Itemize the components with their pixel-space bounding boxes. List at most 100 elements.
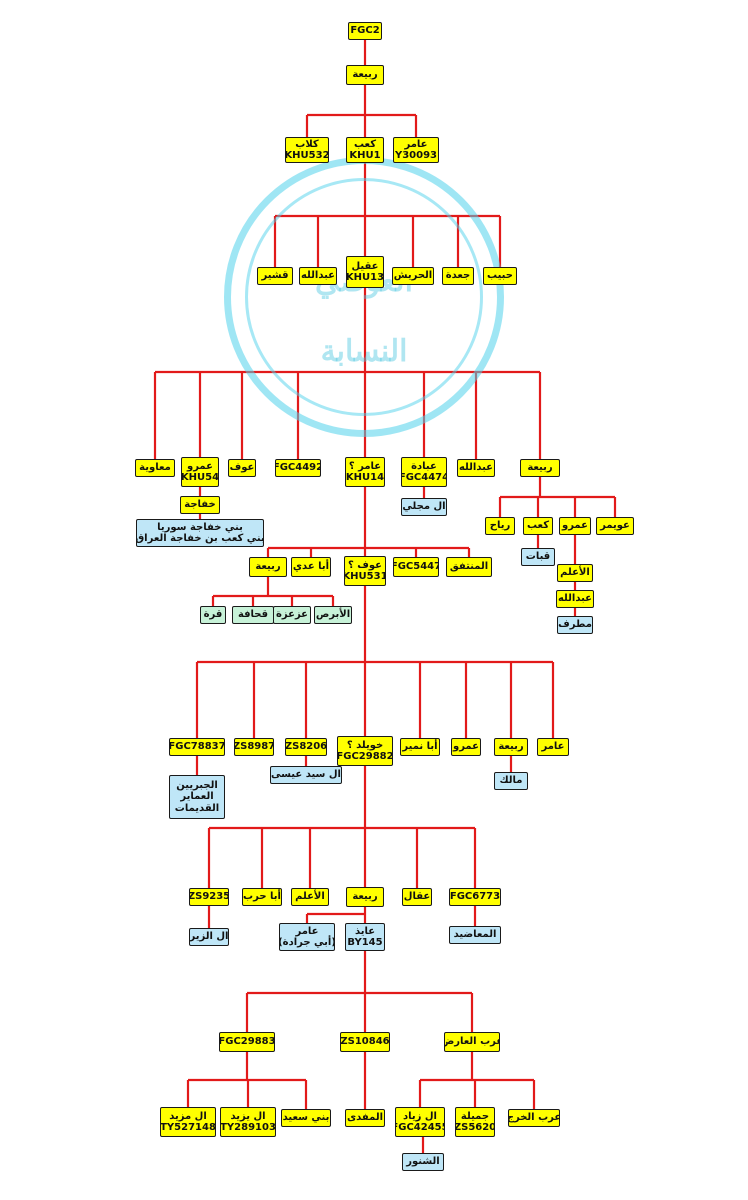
node-label: FGC78837 bbox=[169, 741, 225, 753]
node-malik: مالك bbox=[494, 772, 528, 790]
node-label: الشنور bbox=[406, 1156, 440, 1168]
node-label: جميلة bbox=[460, 1110, 490, 1122]
node-rabia3: ربيعة bbox=[249, 557, 287, 577]
node-habib: حبيب bbox=[483, 267, 517, 285]
node-alalam1: الأعلم bbox=[557, 564, 593, 582]
node-label: عوف ؟ bbox=[348, 559, 382, 571]
node-aba-harb: أبا حرب bbox=[242, 888, 282, 906]
node-fgc4492: FGC4492 bbox=[275, 459, 321, 477]
node-label: عويمر bbox=[600, 520, 630, 532]
node-azara: عزعزة bbox=[273, 606, 311, 624]
node-label: عبدالله bbox=[557, 593, 593, 605]
node-label: KHU14 bbox=[345, 472, 385, 483]
node-label: عايذ bbox=[354, 925, 376, 937]
node-zs9235: ZS9235 bbox=[189, 888, 229, 906]
node-label: بني كعب بن خفاجة العراق bbox=[136, 533, 264, 544]
node-label: حبيب bbox=[487, 270, 513, 282]
node-label: أبا عدي bbox=[292, 561, 330, 573]
node-al-ziyad: ال زيادFGC42455 bbox=[395, 1107, 445, 1137]
node-label: ZS8206 bbox=[285, 741, 327, 753]
node-huraysh: الحريش bbox=[392, 267, 434, 285]
node-abdullah1: عبدالله bbox=[299, 267, 337, 285]
node-fgc5447: FGC5447 bbox=[393, 557, 439, 577]
node-al-majli: ال مجلي bbox=[401, 498, 447, 516]
node-amro2: عمرو bbox=[559, 517, 591, 535]
node-label: الحريش bbox=[393, 270, 433, 282]
node-label: أبا نمير bbox=[402, 741, 438, 753]
node-label: عامر bbox=[541, 741, 565, 753]
node-label: ZS5620 bbox=[455, 1122, 495, 1133]
node-qurra: قرة bbox=[200, 606, 226, 624]
node-label: FGC5447 bbox=[393, 561, 439, 573]
node-arab-alarid: عرب العارض bbox=[444, 1032, 500, 1052]
node-label: بني خفاجة سوريا bbox=[157, 521, 243, 533]
node-amer3: عامر bbox=[537, 738, 569, 756]
node-awf1: عوف bbox=[228, 459, 256, 477]
node-label: عمرو bbox=[187, 460, 213, 472]
node-maadid: المعاضيد bbox=[449, 926, 501, 944]
node-zs8206: ZS8206 bbox=[285, 738, 327, 756]
node-label: FGC42455 bbox=[396, 1122, 444, 1133]
node-qushayr: قشير bbox=[257, 267, 293, 285]
node-label: خويلد ؟ bbox=[346, 739, 384, 751]
node-almafdi: المفدى bbox=[345, 1109, 385, 1127]
node-label: KHU531 bbox=[344, 571, 386, 582]
node-label: ال مزيد bbox=[169, 1110, 207, 1122]
node-uwaymir: عويمر bbox=[596, 517, 634, 535]
node-label: الأعلم bbox=[560, 567, 590, 579]
node-amro3: عمرو bbox=[451, 738, 481, 756]
node-fgc2: FGC2 bbox=[348, 22, 382, 40]
node-khafaja: خفاجة bbox=[180, 496, 220, 514]
node-zs10846: ZS10846 bbox=[340, 1032, 390, 1052]
node-abdullah3: عبدالله bbox=[556, 590, 594, 608]
node-amer2: عامر ؟KHU14 bbox=[345, 457, 385, 487]
node-qubbat: قبات bbox=[521, 548, 555, 566]
node-quhafa: قحافة bbox=[232, 606, 274, 624]
node-jaada: جعدة bbox=[442, 267, 474, 285]
node-label: ال الزير bbox=[189, 931, 229, 943]
node-label: بني سعيد bbox=[282, 1112, 330, 1124]
node-label: عمرو bbox=[453, 741, 479, 753]
node-label: الجبريين bbox=[176, 779, 218, 791]
node-label: قرة bbox=[203, 609, 223, 621]
node-label: المنتفق bbox=[449, 561, 489, 573]
node-label: BY145 bbox=[347, 937, 383, 948]
node-label: جعدة bbox=[445, 270, 471, 282]
node-label: كلاب bbox=[295, 138, 319, 150]
node-label: كعب bbox=[526, 520, 550, 532]
node-label: ال يزيد bbox=[230, 1110, 266, 1122]
node-label: ZS10846 bbox=[340, 1036, 390, 1048]
node-label: ZS9235 bbox=[189, 891, 229, 903]
node-label: عامر ؟ bbox=[348, 460, 382, 472]
node-label: عبادة bbox=[411, 460, 437, 472]
node-label: قبات bbox=[525, 551, 551, 563]
node-label: أبا حرب bbox=[243, 891, 281, 903]
node-label: رياح bbox=[489, 520, 511, 532]
node-label: ال سيد عيسى bbox=[271, 769, 341, 781]
node-label: ال زياد bbox=[403, 1110, 437, 1122]
node-label: FGC6773 bbox=[449, 891, 501, 903]
node-aba-numayr: أبا نمير bbox=[400, 738, 440, 756]
node-amer-abi-jarada: عامر(أبي جرادة) bbox=[279, 923, 335, 951]
node-label: Y30093 bbox=[394, 150, 438, 161]
node-label: عوف bbox=[229, 462, 255, 474]
node-label: عبدالله bbox=[458, 462, 494, 474]
node-label: كعب bbox=[353, 138, 377, 150]
node-al-sayyid-issa: ال سيد عيسى bbox=[270, 766, 342, 784]
node-label: FGC29883 bbox=[219, 1036, 275, 1048]
node-label: المفدى bbox=[346, 1112, 384, 1124]
node-label: ربيعة bbox=[352, 891, 378, 903]
node-label: مالك bbox=[499, 775, 523, 787]
node-alalam2: الأعلم bbox=[291, 888, 329, 906]
node-arab-alkharj: عرب الخرج bbox=[508, 1109, 560, 1127]
